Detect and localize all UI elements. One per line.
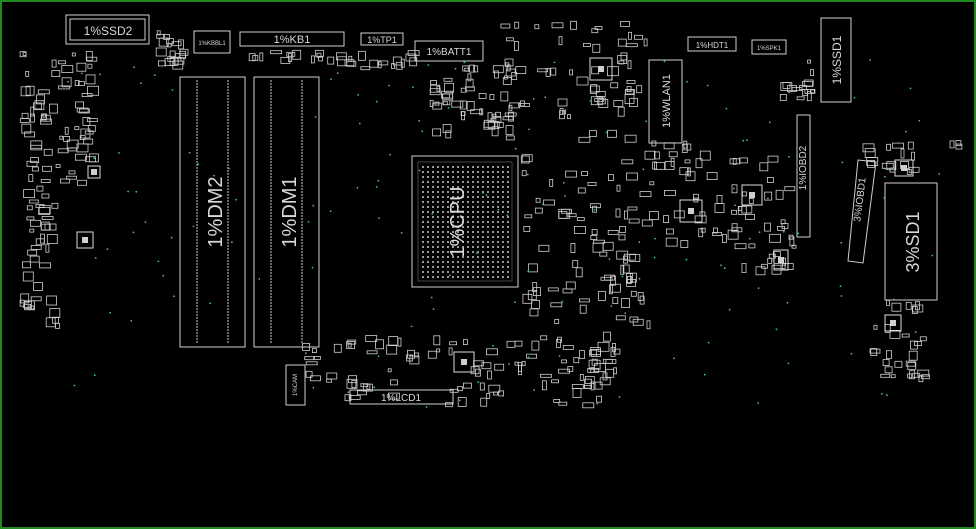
sd1-card-slot[interactable]: 3%SD1 [884, 182, 938, 301]
tp1-connector[interactable]: 1%TP1 [360, 32, 404, 46]
ssd2-label: 1%SSD2 [84, 24, 133, 38]
vias [67, 59, 941, 408]
iobd2-label: 1%IOBD2 [798, 145, 809, 190]
hdt1-connector[interactable]: 1%HDT1 [687, 36, 737, 52]
iobd1-connector[interactable]: 3%IOBD1 [847, 159, 877, 264]
cpu-label: 1%CPU [447, 186, 469, 257]
ssd1-connector[interactable]: 1%SSD1 [820, 17, 852, 103]
kbbl1-connector[interactable]: 1%KBBL1 [193, 30, 231, 54]
sd1-label: 3%SD1 [903, 211, 923, 272]
kb1-label: 1%KB1 [274, 34, 311, 46]
tp1-label: 1%TP1 [367, 35, 397, 45]
lcd1-label: 1%LCD1 [381, 393, 421, 404]
dm2-label: 1%DM2 [205, 176, 227, 247]
dm1-label: 1%DM1 [279, 176, 301, 247]
cpu-package[interactable]: 1%CPU [411, 155, 519, 288]
spk1-label: 1%SPK1 [757, 46, 782, 52]
cam-label: 1%CAM [293, 374, 299, 396]
kb1-connector[interactable]: 1%KB1 [239, 31, 345, 47]
batt1-connector[interactable]: 1%BATT1 [414, 40, 484, 62]
ssd2-connector[interactable]: 1%SSD2 [65, 14, 150, 45]
ssd1-label: 1%SSD1 [830, 35, 844, 84]
iobd2-connector[interactable]: 1%IOBD2 [796, 114, 811, 238]
hdt1-label: 1%HDT1 [696, 41, 729, 50]
wlan1-label: 1%WLAN1 [661, 74, 673, 128]
passive-components [19, 20, 963, 409]
iobd1-label: 3%IOBD1 [852, 177, 868, 223]
batt1-label: 1%BATT1 [427, 47, 472, 58]
lcd1-connector[interactable]: 1%LCD1 [349, 389, 454, 405]
dm2-memory-slot[interactable]: 1%DM2 [179, 76, 246, 348]
cam-connector[interactable]: 1%CAM [285, 364, 306, 406]
dm1-memory-slot[interactable]: 1%DM1 [253, 76, 320, 348]
kbbl1-label: 1%KBBL1 [198, 41, 226, 47]
spk1-connector[interactable]: 1%SPK1 [751, 39, 787, 55]
